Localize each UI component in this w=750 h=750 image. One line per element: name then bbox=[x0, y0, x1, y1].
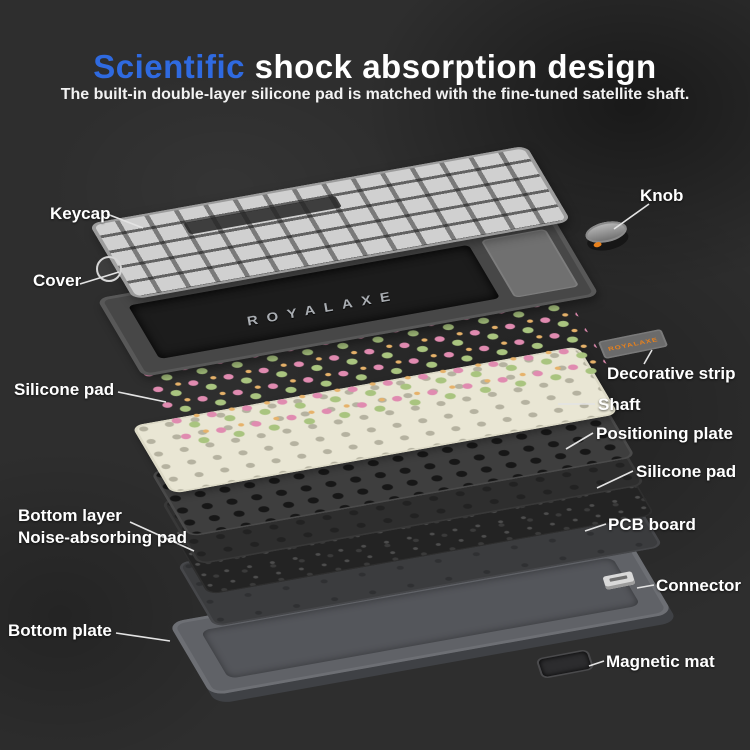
label-bottom-layer-line1: Bottom layer bbox=[18, 506, 122, 525]
label-keycap: Keycap bbox=[50, 204, 111, 223]
label-bottom-plate: Bottom plate bbox=[8, 621, 112, 640]
decorative-strip-text: ROYALAXE bbox=[606, 335, 660, 353]
page-subtitle: The built-in double-layer silicone pad i… bbox=[60, 86, 690, 103]
magnetic-mat-graphic bbox=[535, 648, 595, 680]
label-shaft: Shaft bbox=[598, 395, 641, 414]
title-rest: shock absorption design bbox=[244, 48, 657, 86]
decorative-strip-graphic: ROYALAXE bbox=[597, 328, 669, 360]
keycap-dark-strip bbox=[183, 195, 343, 235]
label-cover: Cover bbox=[33, 271, 82, 290]
leader-bottom-plate bbox=[115, 632, 171, 642]
label-connector: Connector bbox=[656, 576, 741, 595]
label-magnetic-mat: Magnetic mat bbox=[606, 652, 715, 671]
label-decorative-strip: Decorative strip bbox=[607, 364, 736, 383]
label-bottom-layer-line2: Noise-absorbing pad bbox=[18, 528, 188, 547]
label-silicone-pad-right: Silicone pad bbox=[636, 462, 737, 481]
detail-circle bbox=[96, 256, 122, 282]
connector-pin bbox=[609, 575, 628, 582]
leader-decorative-strip bbox=[643, 349, 653, 365]
knob-graphic bbox=[583, 216, 631, 256]
cover-right-section bbox=[480, 228, 580, 298]
label-knob: Knob bbox=[640, 186, 684, 205]
page-title: Scientific shock absorption design bbox=[0, 48, 750, 86]
label-pcb-board: PCB board bbox=[608, 515, 696, 534]
label-positioning-plate: Positioning plate bbox=[596, 424, 733, 443]
label-silicone-pad-left: Silicone pad bbox=[14, 380, 115, 399]
title-highlight: Scientific bbox=[93, 48, 245, 86]
